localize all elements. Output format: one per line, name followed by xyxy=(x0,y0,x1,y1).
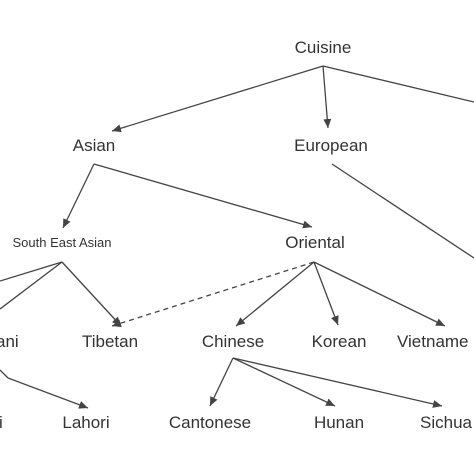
node-nepali-partial: ani xyxy=(0,332,19,351)
node-chinese: Chinese xyxy=(202,332,264,351)
edge-oriental-tibetan-dashed xyxy=(111,261,315,328)
node-european: European xyxy=(294,136,368,155)
edge-cuisine-asian xyxy=(111,65,324,133)
edge-oriental-korean xyxy=(313,261,339,326)
edge-southeastasian-offleft-a xyxy=(0,261,63,282)
node-sichuan-partial: Sichua xyxy=(420,413,473,432)
edge-southeastasian-tibetan xyxy=(61,261,122,327)
node-oriental: Oriental xyxy=(285,233,345,252)
edges xyxy=(0,65,474,409)
edge-chinese-hunan xyxy=(232,357,336,407)
node-left-leaf-partial: i xyxy=(0,413,3,432)
node-cantonese: Cantonese xyxy=(169,413,251,432)
edge-nepali-lahori xyxy=(7,377,89,409)
edge-nepali-offleft xyxy=(0,369,9,379)
edge-european-offscreen xyxy=(331,163,474,259)
edge-asian-oriental xyxy=(93,163,313,229)
edge-oriental-chinese xyxy=(235,261,315,327)
edge-southeastasian-offleft-b xyxy=(0,261,63,310)
node-korean: Korean xyxy=(312,332,367,351)
edge-cuisine-european xyxy=(322,65,332,129)
node-vietnamese-partial: Vietname xyxy=(397,332,469,351)
node-hunan: Hunan xyxy=(314,413,364,432)
node-south-east-asian: South East Asian xyxy=(12,235,111,250)
node-labels: Cuisine Asian European South East Asian … xyxy=(0,38,473,432)
node-asian: Asian xyxy=(73,136,116,155)
edge-cuisine-offscreen xyxy=(322,65,474,103)
edge-chinese-sichuan xyxy=(232,357,443,408)
node-lahori: Lahori xyxy=(62,413,109,432)
edge-asian-southeastasian xyxy=(62,163,95,229)
node-tibetan: Tibetan xyxy=(82,332,138,351)
edge-oriental-vietnamese xyxy=(313,261,446,327)
node-cuisine: Cuisine xyxy=(295,38,352,57)
edge-chinese-cantonese xyxy=(209,357,234,407)
